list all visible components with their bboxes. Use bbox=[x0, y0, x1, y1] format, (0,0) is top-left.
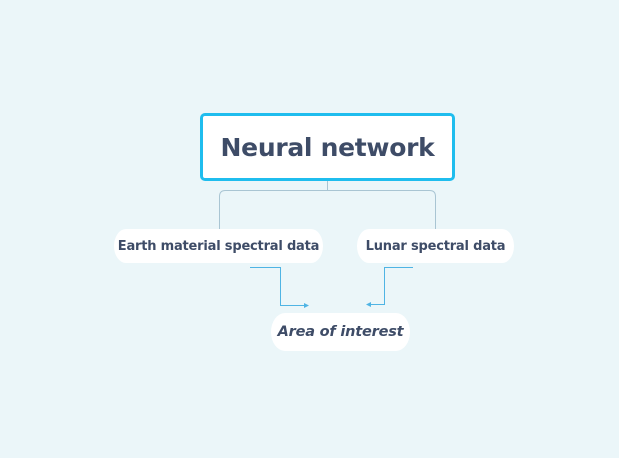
node-lunar-spectral-data[interactable]: Lunar spectral data bbox=[357, 229, 514, 263]
earth-node-label: Earth material spectral data bbox=[117, 238, 320, 254]
node-earth-material-spectral-data[interactable]: Earth material spectral data bbox=[114, 229, 323, 263]
lunar-node-label: Lunar spectral data bbox=[365, 238, 506, 254]
tree-connector bbox=[219, 181, 436, 229]
tree-connector-branch bbox=[219, 190, 436, 229]
arrowhead-lunar bbox=[366, 302, 371, 307]
area-of-interest-label: Area of interest bbox=[277, 324, 404, 340]
arrow-earth-to-aoi bbox=[250, 267, 309, 308]
root-node-label: Neural network bbox=[220, 132, 435, 162]
node-area-of-interest[interactable]: Area of interest bbox=[271, 313, 410, 351]
root-node-neural-network[interactable]: Neural network bbox=[200, 113, 455, 181]
arrowhead-earth bbox=[304, 303, 309, 308]
arrow-lunar-to-aoi bbox=[366, 267, 413, 307]
